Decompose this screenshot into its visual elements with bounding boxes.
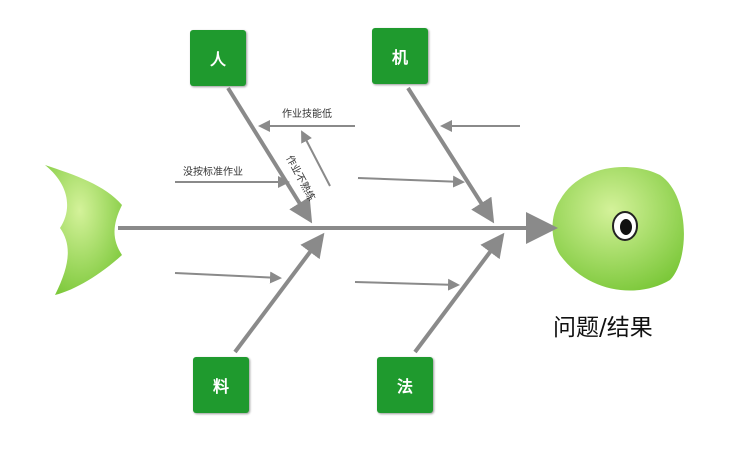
category-material: 料 bbox=[193, 357, 249, 413]
category-method: 法 bbox=[377, 357, 433, 413]
sub-bones bbox=[174, 120, 520, 291]
category-man: 人 bbox=[190, 30, 246, 86]
cause-no-standard: 没按标准作业 bbox=[183, 167, 243, 178]
fish-pupil bbox=[620, 219, 632, 235]
fish-tail bbox=[45, 165, 122, 295]
main-bones bbox=[226, 86, 505, 354]
category-machine: 机 bbox=[372, 28, 428, 84]
cause-low-skill: 作业技能低 bbox=[282, 109, 332, 120]
result-label: 问题/结果 bbox=[553, 315, 653, 341]
